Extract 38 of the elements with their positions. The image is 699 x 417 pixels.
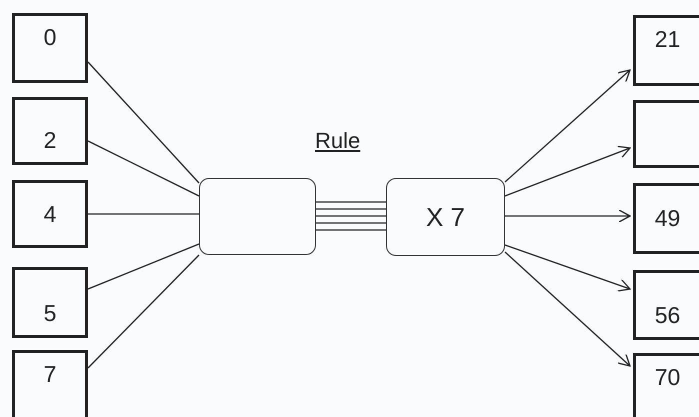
heading-label: Rule — [315, 128, 360, 154]
arrow — [504, 244, 631, 292]
box-text: 2 — [44, 127, 56, 154]
number-box — [633, 270, 699, 340]
box-text: 5 — [44, 300, 56, 327]
arrow — [504, 146, 631, 197]
connector-line — [316, 208, 386, 210]
box-text: 0 — [44, 24, 56, 51]
connector-line — [88, 243, 200, 290]
number-box — [633, 353, 699, 417]
connector-line — [88, 140, 200, 197]
connector-line — [316, 215, 386, 217]
connector-line — [316, 229, 386, 231]
number-box — [12, 350, 88, 417]
box-text: 21 — [654, 26, 680, 53]
number-box — [633, 100, 699, 168]
process-box — [386, 178, 505, 256]
number-box — [12, 13, 88, 83]
number-box — [12, 267, 88, 338]
number-box — [12, 97, 88, 165]
connector-line — [316, 201, 386, 203]
arrow — [505, 209, 631, 223]
arrow — [504, 69, 631, 182]
box-text: X 7 — [426, 202, 466, 232]
number-box — [12, 180, 88, 248]
box-text: 56 — [654, 302, 680, 329]
box-text: 49 — [654, 205, 680, 232]
number-box — [633, 15, 699, 86]
connector-line — [316, 222, 386, 224]
box-text: 4 — [44, 200, 56, 228]
box-text: 7 — [44, 361, 56, 388]
arrow — [504, 252, 631, 367]
process-box — [199, 178, 316, 255]
connector-line — [88, 62, 200, 184]
number-box — [633, 183, 699, 254]
box-text: 70 — [654, 364, 680, 391]
connector-line — [88, 213, 199, 215]
connector-line — [88, 254, 200, 368]
